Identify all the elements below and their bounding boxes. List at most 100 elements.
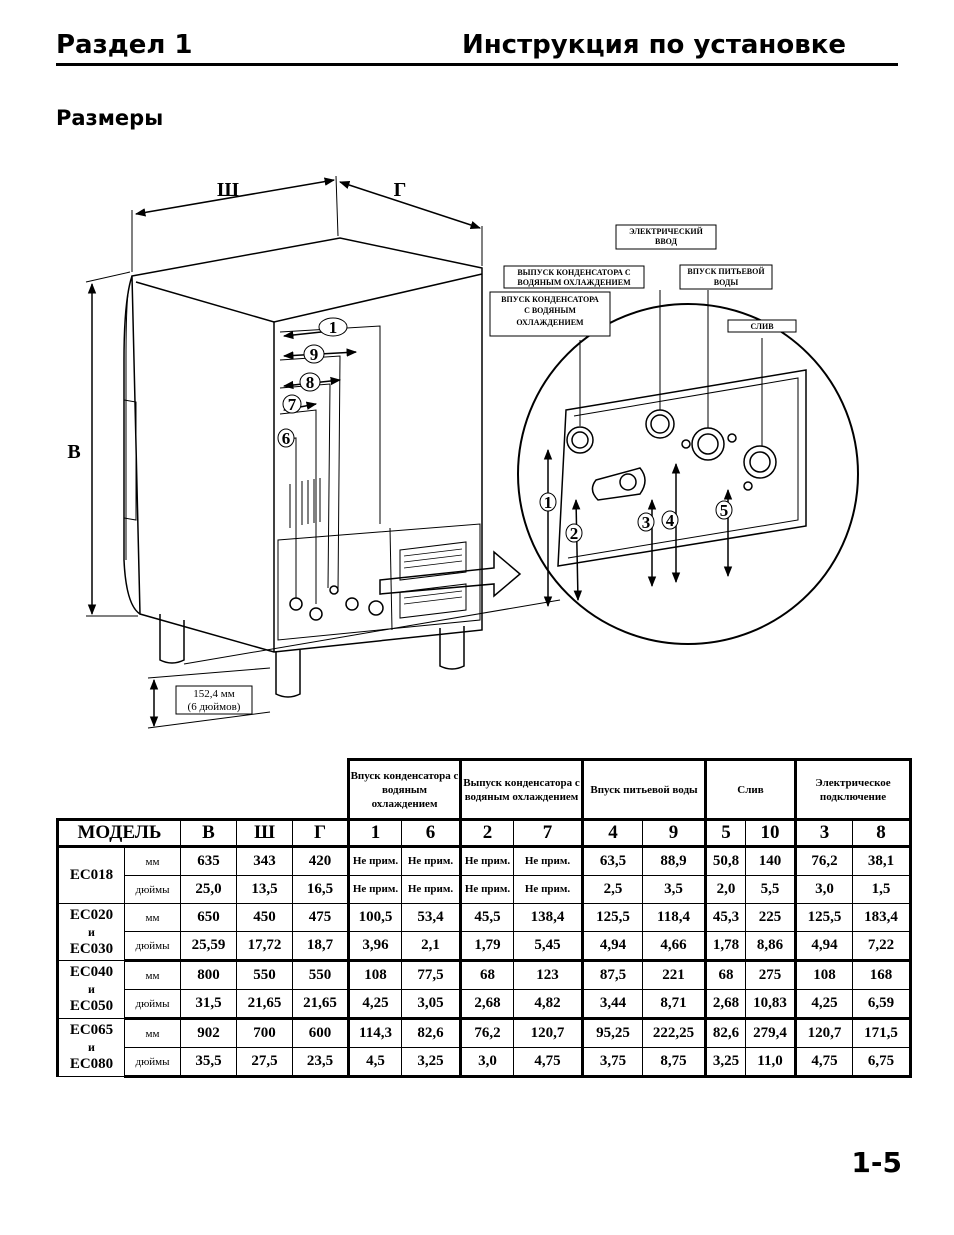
dim-header: В <box>180 818 237 848</box>
table-cell: 10,83 <box>745 989 796 1020</box>
table-cell: 120,7 <box>794 1018 853 1048</box>
table-cell: 4,94 <box>581 931 643 962</box>
dimensions-table: Впуск конденсатора с водяным охлаждением… <box>56 758 912 1078</box>
table-cell: 125,5 <box>581 903 643 932</box>
table-cell: 35,5 <box>180 1047 237 1078</box>
table-cell: 87,5 <box>581 960 643 990</box>
callout-cond-inlet: ВПУСК КОНДЕНСАТОРА <box>501 295 599 304</box>
table-cell: 3,25 <box>401 1047 461 1078</box>
table-cell: 76,2 <box>794 846 853 876</box>
table-cell: 120,7 <box>513 1018 583 1048</box>
callout-cond-outlet: ВОДЯНЫМ ОХЛАЖДЕНИЕМ <box>517 278 631 287</box>
group-header: Впуск конденсатора с водяным охлаждением <box>347 758 461 820</box>
table-cell: 3,05 <box>401 989 461 1020</box>
table-cell: 4,5 <box>347 1047 402 1078</box>
table-cell: 68 <box>704 960 746 990</box>
table-cell: 4,66 <box>642 931 706 962</box>
table-cell: 550 <box>236 960 293 990</box>
table-cell: 23,5 <box>292 1047 349 1078</box>
table-cell: 800 <box>180 960 237 990</box>
table-cell: 475 <box>292 903 349 932</box>
table-cell: Не прим. <box>459 875 514 904</box>
col-number: 6 <box>401 818 461 848</box>
table-cell: Не прим. <box>401 846 461 876</box>
table-cell: 16,5 <box>292 875 349 904</box>
dimension-drawing: ЭЛЕКТРИЧЕСКИЙ ВВОД ВЫПУСК КОНДЕНСАТОРА С… <box>67 175 859 729</box>
col-number: 3 <box>794 818 853 848</box>
table-cell: 171,5 <box>852 1018 912 1048</box>
table-cell: 2,68 <box>704 989 746 1020</box>
table-cell: 11,0 <box>745 1047 796 1078</box>
table-cell: 2,0 <box>704 875 746 904</box>
dim-header: Г <box>292 818 349 848</box>
callout-electrical: ЭЛЕКТРИЧЕСКИЙ <box>629 227 703 236</box>
table-cell: 77,5 <box>401 960 461 990</box>
unit-inches: дюймы <box>124 1047 181 1078</box>
dim-width-label: Ш <box>217 179 239 201</box>
table-cell: Не прим. <box>401 875 461 904</box>
table-cell: 221 <box>642 960 706 990</box>
table-cell: 82,6 <box>401 1018 461 1048</box>
table-cell: 95,25 <box>581 1018 643 1048</box>
unit-number: 6 <box>282 429 291 448</box>
dim-height-label: В <box>67 441 80 463</box>
unit-number: 9 <box>310 345 319 364</box>
table-cell: 4,75 <box>794 1047 853 1078</box>
table-cell: 4,82 <box>513 989 583 1020</box>
model-name-line: EC018 <box>69 867 114 883</box>
table-cell: 2,68 <box>459 989 514 1020</box>
table-cell: Не прим. <box>513 875 583 904</box>
table-cell: 31,5 <box>180 989 237 1020</box>
table-cell: 3,96 <box>347 931 402 962</box>
callout-potable: ВПУСК ПИТЬЕВОЙ <box>687 267 765 276</box>
table-cell: 5,5 <box>745 875 796 904</box>
table-cell: 45,3 <box>704 903 746 932</box>
col-number: 1 <box>347 818 402 848</box>
table-cell: 225 <box>745 903 796 932</box>
table-cell: 3,44 <box>581 989 643 1020</box>
panel-number: 1 <box>544 493 553 512</box>
model-name-line: EC030 <box>69 940 114 957</box>
dim-header: Ш <box>236 818 293 848</box>
table-cell: 123 <box>513 960 583 990</box>
table-cell: 5,45 <box>513 931 583 962</box>
unit-number: 7 <box>288 395 297 414</box>
table-cell: 650 <box>180 903 237 932</box>
table-cell: 1,5 <box>852 875 912 904</box>
callout-drain: СЛИВ <box>750 322 774 331</box>
table-cell: 600 <box>292 1018 349 1048</box>
leg-height-label: (6 дюймов) <box>188 701 241 713</box>
table-cell: 25,0 <box>180 875 237 904</box>
leg-height-label: 152,4 мм <box>193 688 234 700</box>
table-cell: 4,75 <box>513 1047 583 1078</box>
unit-mm: мм <box>124 903 181 932</box>
table-cell: 53,4 <box>401 903 461 932</box>
table-cell: 420 <box>292 846 349 876</box>
callout-potable: ВОДЫ <box>714 278 739 287</box>
group-header: Электрическое подключение <box>794 758 912 820</box>
table-cell: 27,5 <box>236 1047 293 1078</box>
table-cell: 2,5 <box>581 875 643 904</box>
table-cell: 8,75 <box>642 1047 706 1078</box>
table-cell: 3,0 <box>794 875 853 904</box>
table-cell: Не прим. <box>513 846 583 876</box>
model-name-line: EC020 <box>69 906 114 923</box>
page-number: 1-5 <box>851 1146 902 1179</box>
table-cell: 700 <box>236 1018 293 1048</box>
table-cell: 76,2 <box>459 1018 514 1048</box>
table-cell: 6,75 <box>852 1047 912 1078</box>
unit-inches: дюймы <box>124 989 181 1020</box>
table-cell: 45,5 <box>459 903 514 932</box>
model-name-line: EC040 <box>69 964 114 980</box>
unit-mm: мм <box>124 846 181 876</box>
table-cell: 183,4 <box>852 903 912 932</box>
table-cell: 88,9 <box>642 846 706 876</box>
model-name-line: и <box>88 982 95 996</box>
table-cell: 118,4 <box>642 903 706 932</box>
table-cell: 450 <box>236 903 293 932</box>
page-title: Инструкция по установке <box>461 30 846 60</box>
unit-mm: мм <box>124 960 181 990</box>
unit-number: 8 <box>306 373 315 392</box>
dim-depth-label: Г <box>394 179 407 201</box>
